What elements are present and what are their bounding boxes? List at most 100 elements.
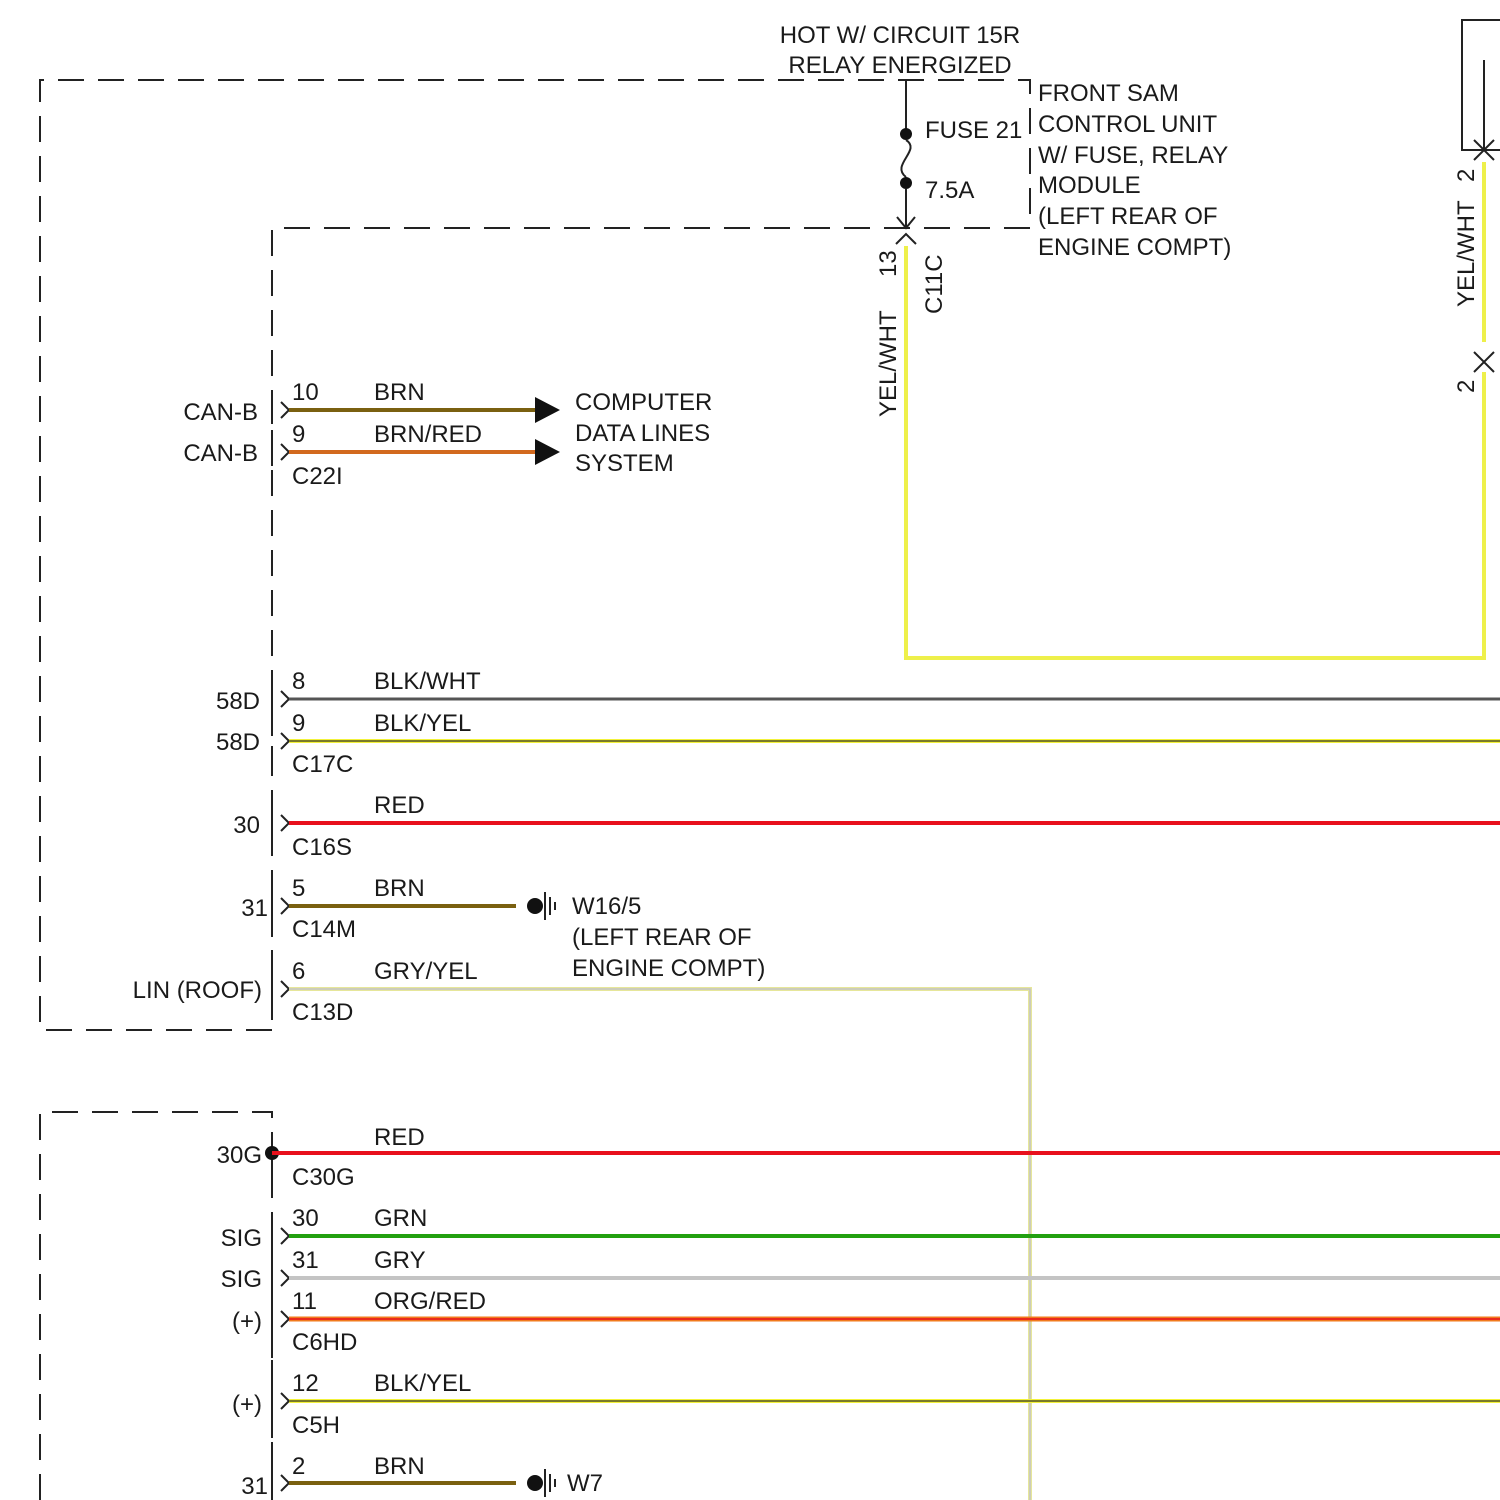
right-connector-bottom-icon — [1474, 362, 1494, 372]
function-label: CAN-B — [183, 440, 258, 467]
pin-chevron-icon — [281, 898, 289, 914]
function-label: 31 — [241, 1473, 268, 1500]
fuse-rating: 7.5A — [925, 177, 974, 204]
front-sam-line: ENGINE COMPT) — [1038, 234, 1231, 261]
fuse-element — [901, 140, 910, 177]
fuse-name: FUSE 21 — [925, 117, 1022, 144]
wire-color-label: BRN — [374, 875, 425, 902]
wire-color-label: GRN — [374, 1205, 427, 1232]
computer-data-lines-line: SYSTEM — [575, 450, 674, 477]
c11c-wire-color: YEL/WHT — [875, 310, 902, 417]
pin-number: 2 — [292, 1453, 305, 1480]
front-sam-line: CONTROL UNIT — [1038, 111, 1217, 138]
wire-gry-yel-inner — [289, 989, 1030, 1500]
pin-number: 11 — [292, 1288, 317, 1315]
upper-module-box — [40, 80, 1030, 1030]
connector-c16s: 30 RED C16S — [233, 792, 1500, 861]
wire-color-label: BRN — [374, 1453, 425, 1480]
pin-number: 31 — [292, 1247, 319, 1274]
connector-c13d: LIN (ROOF) 6 GRY/YEL C13D — [133, 958, 1030, 1500]
wire-gry-yel-outer — [289, 989, 1030, 1500]
connector-c6hd: SIG SIG (+) 30 31 11 GRN GRY ORG/RED C6H… — [221, 1205, 1500, 1356]
connector-c22i: CAN-B CAN-B 10 9 BRN BRN/RED C22I COMPUT… — [183, 379, 712, 490]
connector-id: C14M — [292, 916, 356, 943]
pin-chevron-icon — [281, 1475, 289, 1491]
connector-id: C22I — [292, 463, 343, 490]
function-label: 58D — [216, 688, 260, 715]
wire-color-label: GRY — [374, 1247, 426, 1274]
computer-data-lines-line: COMPUTER — [575, 389, 712, 416]
hot-label-line2: RELAY ENERGIZED — [788, 52, 1011, 79]
yel-wht-loop-wire — [906, 246, 1484, 658]
ground-icon — [527, 1469, 555, 1497]
yel-wht-circuit: 13 C11C YEL/WHT — [875, 234, 1484, 658]
front-sam-label: FRONT SAM CONTROL UNIT W/ FUSE, RELAY MO… — [1038, 80, 1231, 261]
pin-chevron-icon — [281, 1228, 289, 1244]
function-label: SIG — [221, 1266, 262, 1293]
connector-id: C30G — [292, 1164, 355, 1191]
connector-id: C13D — [292, 999, 353, 1026]
front-sam-line: MODULE — [1038, 172, 1141, 199]
function-label: 31 — [241, 895, 268, 922]
connector-id: C5H — [292, 1412, 340, 1439]
ground-w7-label: W7 — [567, 1470, 603, 1497]
ground-w16-line: ENGINE COMPT) — [572, 955, 765, 982]
arrow-right-icon — [535, 439, 560, 465]
pin-chevron-icon — [281, 1270, 289, 1286]
arrow-right-icon — [535, 397, 560, 423]
connector-c14m: 31 5 BRN C14M W16/5 (LEFT REAR OF ENGINE… — [241, 875, 765, 982]
ground-icon — [527, 892, 555, 920]
lower-module-box — [40, 1112, 272, 1500]
wire-color-label: BLK/YEL — [374, 1370, 471, 1397]
wire-color-label: RED — [374, 792, 425, 819]
pin-chevron-icon — [281, 815, 289, 831]
hot-label-line1: HOT W/ CIRCUIT 15R — [780, 22, 1020, 49]
pin-number: 30 — [292, 1205, 319, 1232]
fuse-feed: HOT W/ CIRCUIT 15R RELAY ENERGIZED FUSE … — [780, 22, 1023, 228]
pin-chevron-icon — [281, 1311, 289, 1327]
connector-c17c: 58D 58D 8 9 BLK/WHT BLK/YEL C17C — [216, 668, 1500, 778]
fuse-terminal-top — [900, 128, 912, 140]
pin-chevron-icon — [281, 402, 289, 418]
function-label: CAN-B — [183, 399, 258, 426]
pin-number: 5 — [292, 875, 305, 902]
right-component: 2 YEL/WHT 2 — [1453, 20, 1500, 393]
pin-number: 9 — [292, 710, 305, 737]
wire-color-label: BLK/YEL — [374, 710, 471, 737]
function-label: SIG — [221, 1225, 262, 1252]
pin-chevron-icon — [281, 444, 289, 460]
front-sam-line: W/ FUSE, RELAY — [1038, 142, 1228, 169]
wire-color-label: BRN/RED — [374, 421, 482, 448]
computer-data-lines-line: DATA LINES — [575, 420, 710, 447]
wire-color-label: RED — [374, 1124, 425, 1151]
pin-chevron-icon — [281, 733, 289, 749]
connector-id: C6HD — [292, 1329, 357, 1356]
right-connector-pin-bottom: 2 — [1453, 380, 1480, 393]
right-connector-bottom-icon — [1474, 352, 1494, 362]
wire-color-label: BRN — [374, 379, 425, 406]
pin-chevron-icon — [281, 981, 289, 997]
front-sam-line: (LEFT REAR OF — [1038, 203, 1218, 230]
right-connector-pin-top: 2 — [1453, 169, 1480, 182]
pin-chevron-icon — [281, 691, 289, 707]
connector-ground-lower: 31 2 BRN W7 — [241, 1442, 603, 1500]
connector-c30g: 30G RED C30G — [217, 1124, 1500, 1191]
right-wire-color: YEL/WHT — [1453, 200, 1480, 307]
pin-number: 10 — [292, 379, 319, 406]
wire-color-label: GRY/YEL — [374, 958, 478, 985]
pin-number: 6 — [292, 958, 305, 985]
function-label: (+) — [232, 1391, 262, 1418]
connector-id: C16S — [292, 834, 352, 861]
function-label: 58D — [216, 729, 260, 756]
ground-w16-line: (LEFT REAR OF — [572, 924, 752, 951]
front-sam-line: FRONT SAM — [1038, 80, 1179, 107]
ground-w16-line: W16/5 — [572, 893, 641, 920]
c11c-pin: 13 — [875, 250, 902, 277]
module-boxes — [40, 80, 1030, 1500]
pin-number: 12 — [292, 1370, 319, 1397]
function-label: 30 — [233, 812, 260, 839]
c11c-connector: C11C — [921, 254, 948, 314]
pin-number: 9 — [292, 421, 305, 448]
function-label: (+) — [232, 1308, 262, 1335]
